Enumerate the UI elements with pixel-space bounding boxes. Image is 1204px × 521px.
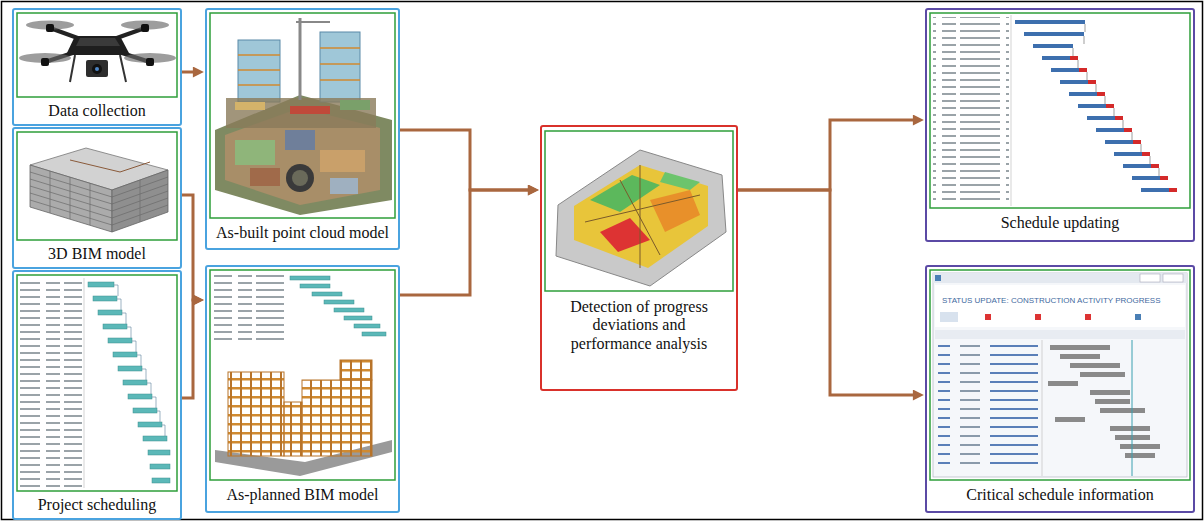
updated-gantt-picture [933, 15, 1177, 206]
box-label: As-built point cloud model [209, 224, 396, 242]
gantt-chart-picture [20, 278, 170, 488]
box-label: Data collection [16, 102, 178, 120]
box-label: 3D BIM model [16, 245, 178, 263]
process-box: Project scheduling [12, 270, 182, 520]
process-box: 3D BIM model [12, 127, 182, 269]
flow-arrow [738, 120, 914, 190]
flow-arrow [400, 130, 529, 190]
box-label: Detection of progress deviations and per… [561, 298, 717, 353]
process-box: Detection of progress deviations and per… [540, 125, 738, 391]
process-box: Data collection [12, 8, 182, 126]
process-box: As-built point cloud model [205, 8, 400, 250]
screen-title: STATUS UPDATE: CONSTRUCTION ACTIVITY PRO… [942, 296, 1161, 305]
image-frames [17, 13, 1190, 491]
flow-arrow [400, 190, 529, 295]
box-label: Schedule updating [929, 214, 1191, 232]
flow-arrow [182, 71, 194, 74]
planned-model-picture [214, 274, 392, 476]
drone-picture [19, 21, 176, 83]
flow-arrow [738, 190, 914, 395]
box-label: Critical schedule information [929, 486, 1191, 504]
box-label: As-planned BIM model [209, 486, 396, 504]
flow-arrow [182, 195, 194, 300]
deviation-model-picture [556, 150, 726, 286]
box-label: Project scheduling [16, 496, 178, 514]
point-cloud-picture [215, 18, 392, 215]
process-box: As-planned BIM model [205, 265, 400, 513]
flow-arrow [182, 300, 194, 398]
building-model-picture [30, 148, 168, 232]
process-box: Schedule updating [925, 8, 1195, 242]
status-window-picture [933, 273, 1187, 477]
